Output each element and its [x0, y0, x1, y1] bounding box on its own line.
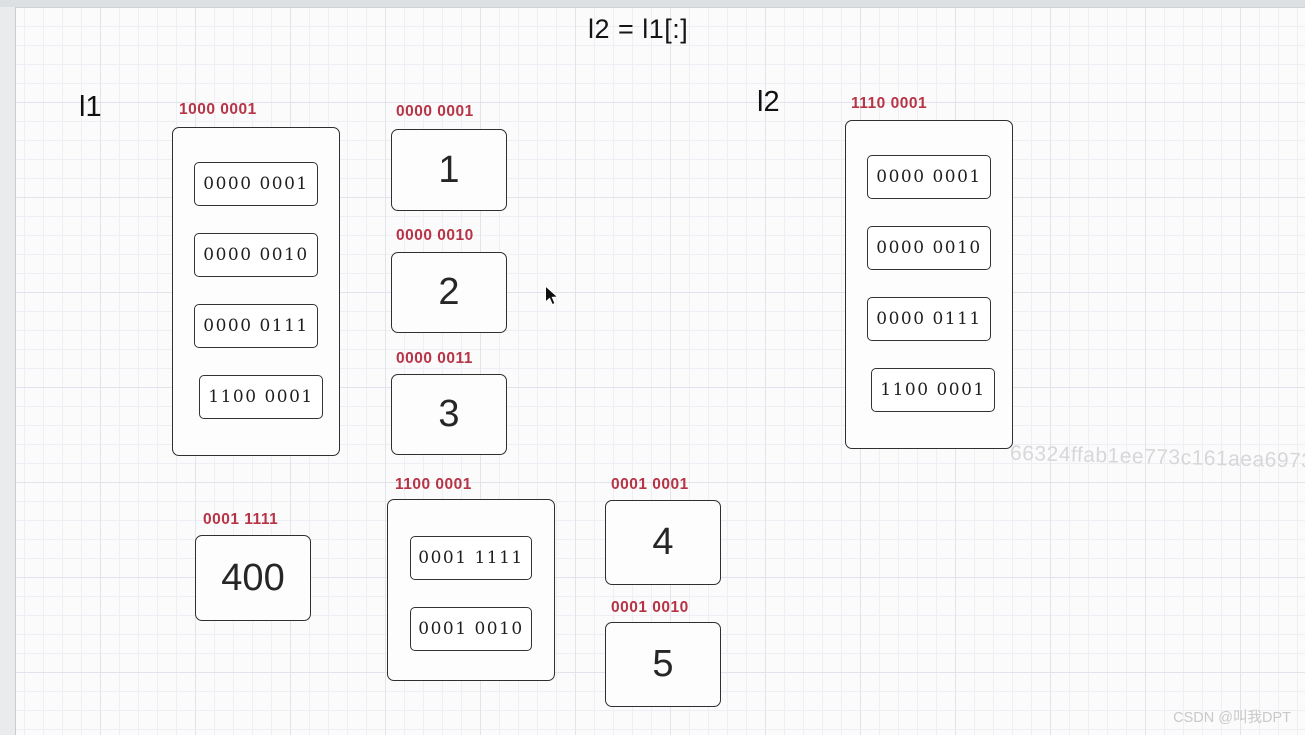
l2-cell-1[interactable]: 0000 0010 [867, 226, 991, 270]
top-window-edge [0, 0, 1305, 8]
value-box-1[interactable]: 1 [391, 129, 507, 211]
value-box-4[interactable]: 4 [605, 500, 721, 585]
l2-cell-3[interactable]: 1100 0001 [871, 368, 995, 412]
value-box-5[interactable]: 5 [605, 622, 721, 707]
variable-label-l1: l1 [79, 91, 102, 123]
inner-list-box[interactable]: 0001 1111 0001 0010 [387, 499, 555, 681]
l1-cell-3[interactable]: 1100 0001 [199, 375, 323, 419]
address-label-value-4: 0001 0001 [611, 476, 689, 493]
l2-list-box[interactable]: 0000 0001 0000 0010 0000 0111 1100 0001 [845, 120, 1013, 449]
value-box-3[interactable]: 3 [391, 374, 507, 455]
inner-list-cell-1[interactable]: 0001 0010 [410, 607, 532, 651]
left-scrollbar-track[interactable] [0, 7, 16, 735]
value-box-2[interactable]: 2 [391, 252, 507, 333]
inner-list-cell-0[interactable]: 0001 1111 [410, 536, 532, 580]
address-label-value-1: 0000 0001 [396, 103, 474, 120]
address-label-value-400: 0001 1111 [203, 511, 279, 528]
address-label-inner-list: 1100 0001 [395, 476, 472, 493]
watermark-csdn: CSDN @叫我DPT [1173, 710, 1291, 726]
l1-cell-1[interactable]: 0000 0010 [194, 233, 318, 277]
address-label-value-2: 0000 0010 [396, 227, 474, 244]
variable-label-l2: l2 [757, 86, 780, 118]
l1-list-box[interactable]: 0000 0001 0000 0010 0000 0111 1100 0001 [172, 127, 340, 456]
mouse-cursor-icon [544, 284, 560, 312]
address-label-value-3: 0000 0011 [396, 350, 473, 367]
address-label-value-5: 0001 0010 [611, 599, 689, 616]
address-label-l1: 1000 0001 [179, 101, 257, 118]
value-box-400[interactable]: 400 [195, 535, 311, 621]
l2-cell-2[interactable]: 0000 0111 [867, 297, 991, 341]
l1-cell-2[interactable]: 0000 0111 [194, 304, 318, 348]
address-label-l2: 1110 0001 [851, 95, 928, 112]
l1-cell-0[interactable]: 0000 0001 [194, 162, 318, 206]
l2-cell-0[interactable]: 0000 0001 [867, 155, 991, 199]
diagram-title: l2 = l1[:] [588, 14, 689, 44]
